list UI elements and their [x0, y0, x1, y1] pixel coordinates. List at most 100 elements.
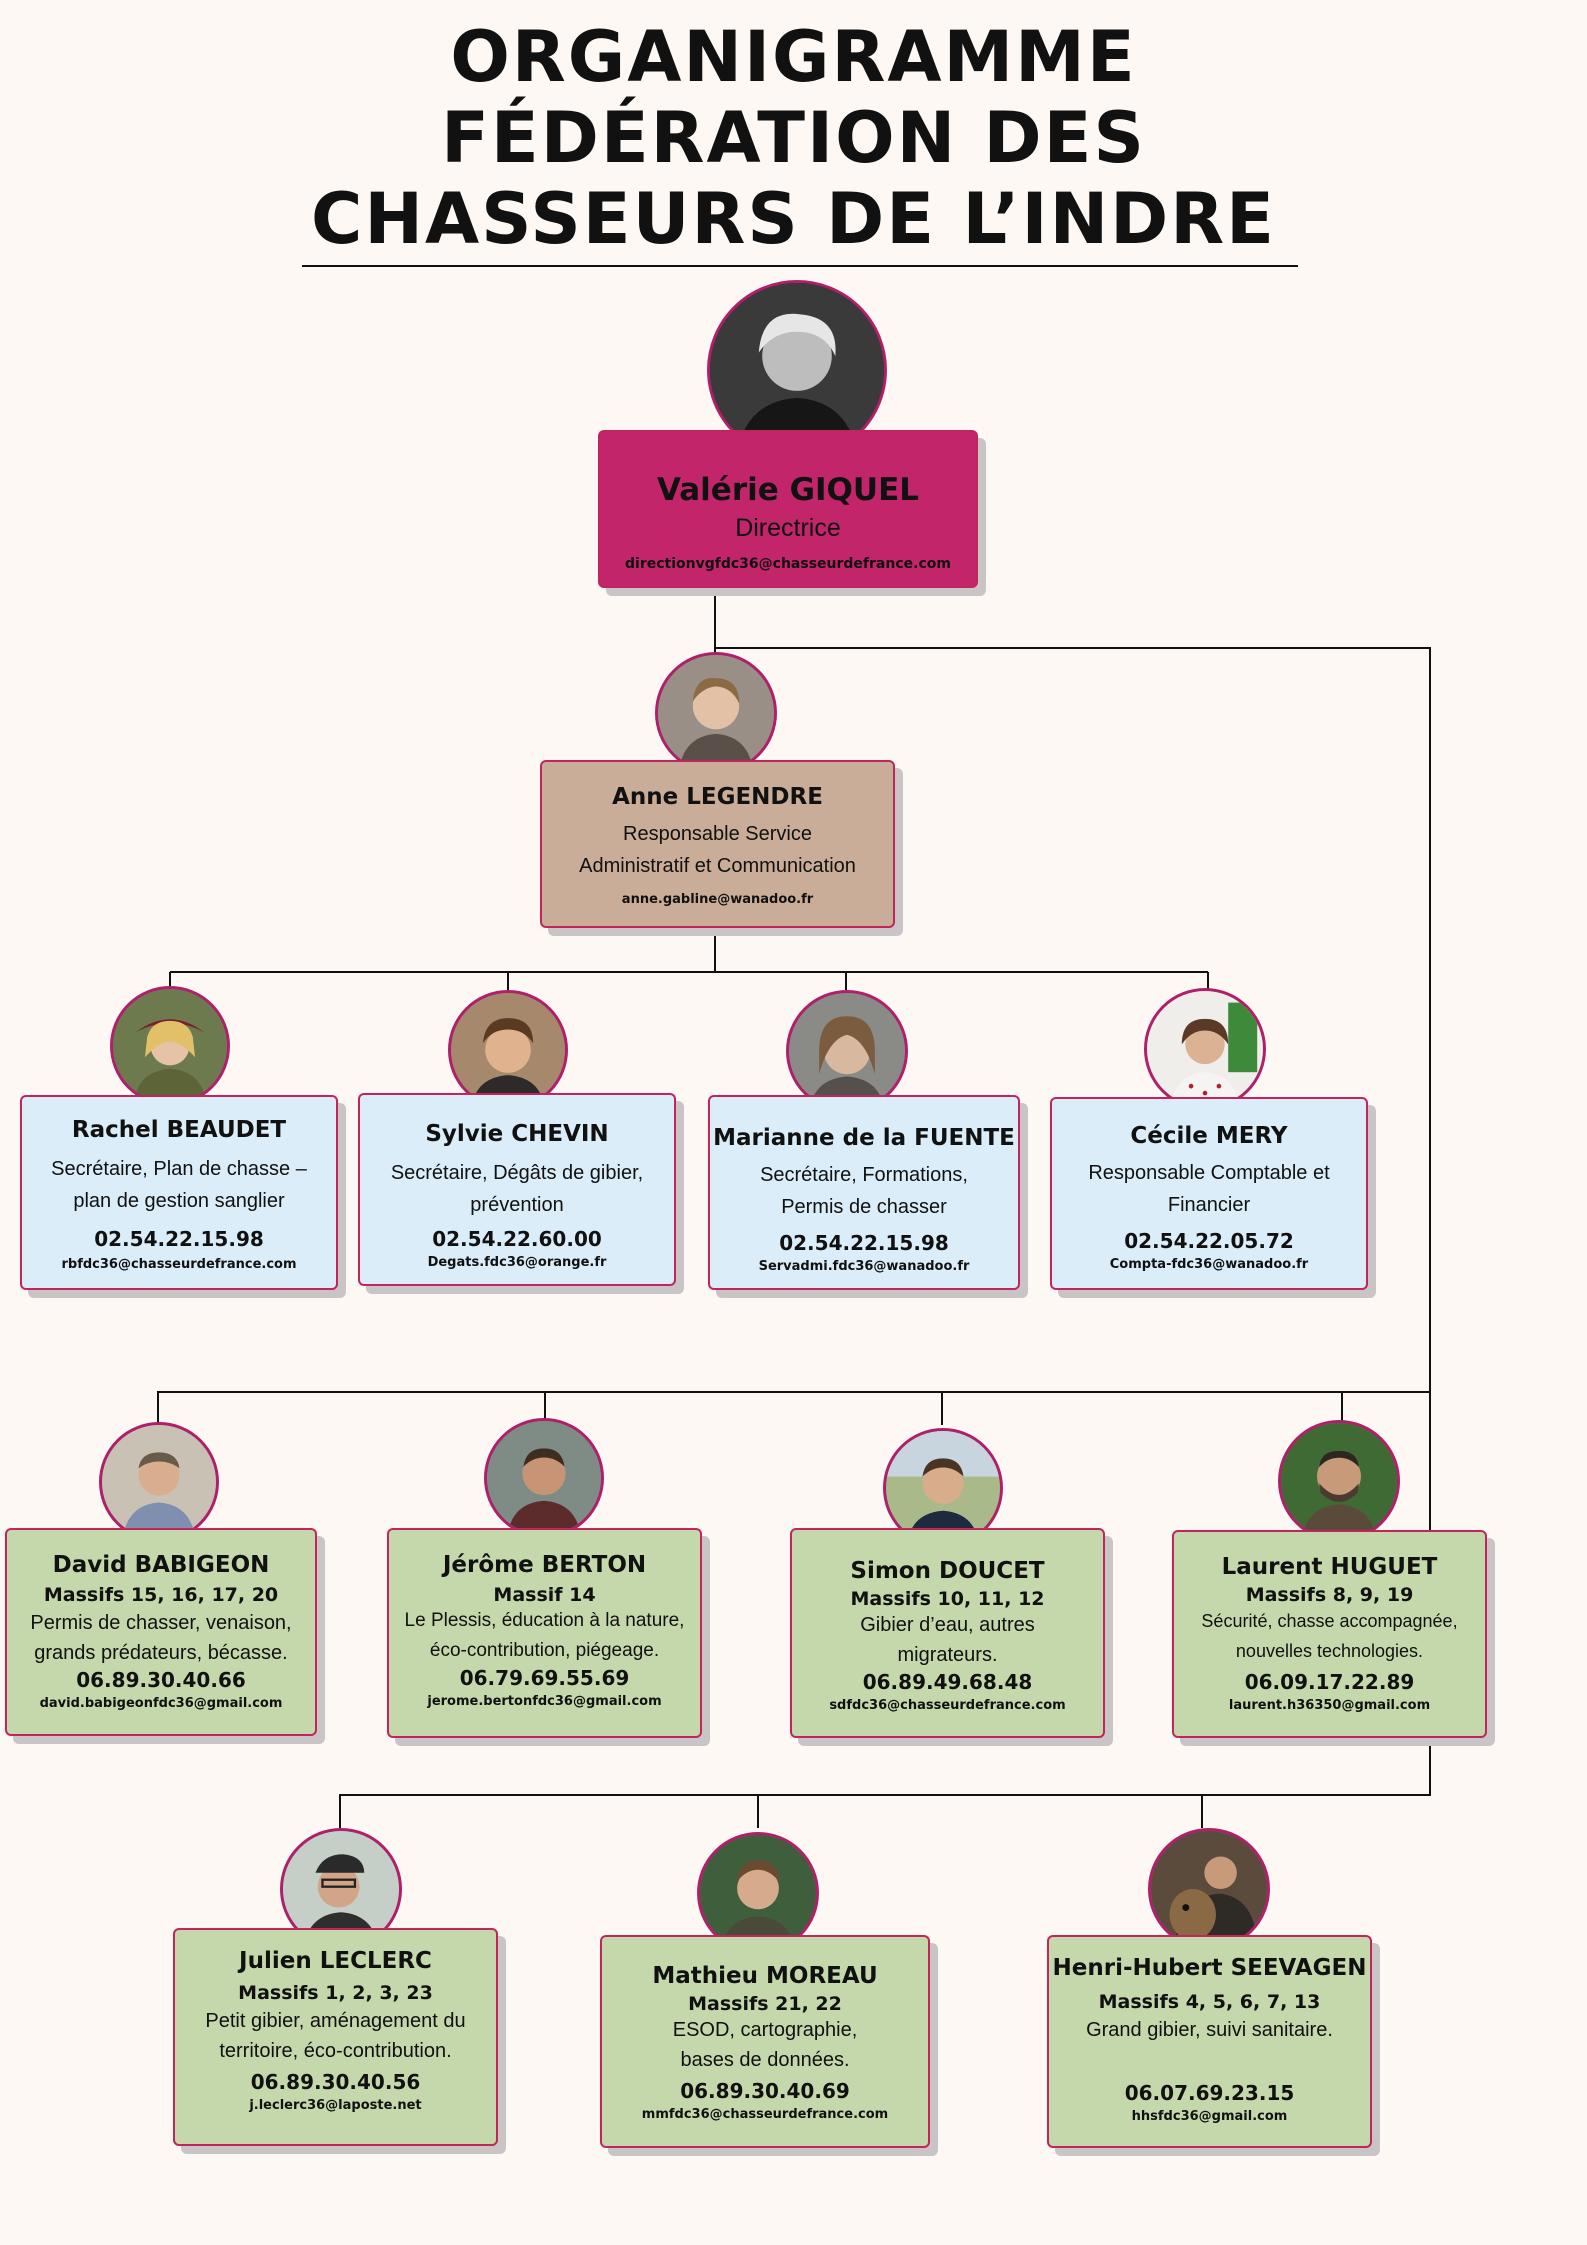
director-name: Valérie GIQUEL — [656, 472, 920, 508]
tech-email[interactable]: j.leclerc36@laposte.net — [249, 2098, 422, 2113]
tech-name: Jérôme BERTON — [442, 1552, 647, 1578]
staff-card-rachel: Rachel BEAUDET Secrétaire, Plan de chass… — [20, 1095, 338, 1290]
tech-role-2: migrateurs. — [897, 1644, 998, 1666]
tech-card-julien: Julien LECLERC Massifs 1, 2, 3, 23 Petit… — [173, 1928, 498, 2146]
staff-name: Marianne de la FUENTE — [713, 1125, 1015, 1151]
tech-photo-henri — [1148, 1828, 1270, 1950]
title-underline — [302, 265, 1298, 267]
admin-email[interactable]: anne.gabline@wanadoo.fr — [621, 892, 814, 907]
tech-email[interactable]: laurent.h36350@gmail.com — [1228, 1698, 1431, 1713]
director-role: Directrice — [735, 514, 841, 542]
staff-role-2: Permis de chasser — [781, 1196, 947, 1218]
staff-photo-rachel — [110, 986, 230, 1106]
tech-name: David BABIGEON — [52, 1552, 270, 1578]
tech-role-2: territoire, éco-contribution. — [219, 2040, 452, 2062]
staff-email[interactable]: Compta-fdc36@wanadoo.fr — [1109, 1257, 1309, 1272]
admin-card: Anne LEGENDRE Responsable Service Admini… — [540, 760, 895, 928]
tech-name: Julien LECLERC — [239, 1948, 432, 1974]
staff-name: Sylvie CHEVIN — [425, 1121, 609, 1147]
tech-role-2: éco-contribution, piégeage. — [429, 1640, 660, 1661]
tech-name: Mathieu MOREAU — [652, 1963, 878, 1989]
tech-massif: Massif 14 — [493, 1584, 596, 1606]
tech-role-2 — [1049, 2045, 1370, 2075]
tech-massif: Massifs 10, 11, 12 — [850, 1588, 1045, 1610]
staff-role-2: prévention — [470, 1194, 564, 1216]
admin-photo — [655, 652, 777, 774]
staff-photo-cecile — [1144, 988, 1266, 1110]
staff-name: Cécile MERY — [1130, 1123, 1288, 1149]
tech-role-1: Petit gibier, aménagement du — [205, 2010, 466, 2032]
tech-email[interactable]: mmfdc36@chasseurdefrance.com — [641, 2107, 889, 2122]
staff-card-marianne: Marianne de la FUENTE Secrétaire, Format… — [708, 1095, 1020, 1290]
staff-photo-marianne — [786, 990, 908, 1112]
tech-card-laurent: Laurent HUGUET Massifs 8, 9, 19 Sécurité… — [1172, 1530, 1487, 1738]
tech-photo-julien — [280, 1828, 402, 1950]
staff-role-2: plan de gestion sanglier — [73, 1190, 285, 1212]
tech-photo-david — [99, 1422, 219, 1542]
staff-email[interactable]: Servadmi.fdc36@wanadoo.fr — [758, 1259, 970, 1274]
tech-role-1: ESOD, cartographie, — [672, 2019, 858, 2041]
tech-massif: Massifs 1, 2, 3, 23 — [238, 1982, 433, 2004]
tech-card-jerome: Jérôme BERTON Massif 14 Le Plessis, éduc… — [387, 1528, 702, 1738]
tech-role-2: bases de données. — [680, 2049, 850, 2071]
tech-card-henri: Henri-Hubert SEEVAGEN Massifs 4, 5, 6, 7… — [1047, 1935, 1372, 2148]
tech-phone[interactable]: 06.89.30.40.69 — [680, 2079, 850, 2103]
staff-phone[interactable]: 02.54.22.15.98 — [94, 1227, 264, 1251]
tech-phone[interactable]: 06.79.69.55.69 — [459, 1666, 630, 1690]
tech-role-2: grands prédateurs, bécasse. — [34, 1642, 288, 1664]
staff-phone[interactable]: 02.54.22.05.72 — [1124, 1229, 1294, 1253]
connector-admin-staff — [169, 932, 1209, 990]
admin-name: Anne LEGENDRE — [612, 784, 823, 810]
staff-card-cecile: Cécile MERY Responsable Comptable et Fin… — [1050, 1097, 1368, 1290]
staff-name: Rachel BEAUDET — [71, 1117, 287, 1143]
staff-email[interactable]: Degats.fdc36@orange.fr — [427, 1255, 607, 1270]
tech-card-mathieu: Mathieu MOREAU Massifs 21, 22 ESOD, cart… — [600, 1935, 930, 2148]
tech-phone[interactable]: 06.89.30.40.66 — [76, 1668, 246, 1692]
staff-phone[interactable]: 02.54.22.15.98 — [779, 1231, 949, 1255]
admin-role-2: Administratif et Communication — [579, 855, 856, 877]
tech-role-2: nouvelles technologies. — [1235, 1641, 1424, 1661]
connector-director-trunk — [339, 590, 1431, 1828]
staff-photo-sylvie — [448, 990, 568, 1110]
staff-role-1: Secrétaire, Dégâts de gibier, — [390, 1162, 644, 1184]
title-line-1: ORGANIGRAMME — [450, 16, 1137, 98]
staff-email[interactable]: rbfdc36@chasseurdefrance.com — [61, 1257, 297, 1272]
tech-phone[interactable]: 06.09.17.22.89 — [1244, 1670, 1415, 1694]
tech-card-simon: Simon DOUCET Massifs 10, 11, 12 Gibier d… — [790, 1528, 1105, 1738]
tech-massif: Massifs 21, 22 — [688, 1993, 842, 2015]
tech-massif: Massifs 15, 16, 17, 20 — [43, 1584, 279, 1606]
connector-technicians — [157, 1391, 1430, 1425]
staff-role-1: Responsable Comptable et — [1088, 1162, 1330, 1184]
tech-name: Laurent HUGUET — [1221, 1554, 1438, 1580]
staff-phone[interactable]: 02.54.22.60.00 — [432, 1227, 602, 1251]
tech-email[interactable]: jerome.bertonfdc36@gmail.com — [427, 1694, 662, 1709]
title-line-3: CHASSEURS DE L’INDRE — [310, 178, 1276, 260]
tech-card-david: David BABIGEON Massifs 15, 16, 17, 20 Pe… — [5, 1528, 317, 1736]
tech-role-1: Sécurité, chasse accompagnée, — [1201, 1611, 1458, 1631]
staff-role-1: Secrétaire, Plan de chasse – — [51, 1158, 307, 1180]
tech-photo-jerome — [484, 1418, 604, 1538]
tech-role-1: Gibier d’eau, autres — [860, 1614, 1035, 1636]
tech-email[interactable]: hhsfdc36@gmail.com — [1131, 2109, 1288, 2124]
tech-role-1: Le Plessis, éducation à la nature, — [404, 1610, 685, 1631]
tech-massif: Massifs 8, 9, 19 — [1245, 1584, 1414, 1606]
tech-photo-laurent — [1278, 1420, 1400, 1542]
staff-role-1: Secrétaire, Formations, — [760, 1164, 968, 1186]
tech-name: Henri-Hubert SEEVAGEN — [1052, 1955, 1367, 1981]
tech-photo-mathieu — [697, 1832, 819, 1954]
staff-card-sylvie: Sylvie CHEVIN Secrétaire, Dégâts de gibi… — [358, 1093, 676, 1286]
tech-name: Simon DOUCET — [850, 1558, 1045, 1584]
tech-phone[interactable]: 06.89.30.40.56 — [250, 2070, 421, 2094]
tech-phone[interactable]: 06.07.69.23.15 — [1124, 2081, 1295, 2105]
tech-massif: Massifs 4, 5, 6, 7, 13 — [1098, 1991, 1321, 2013]
tech-phone[interactable]: 06.89.49.68.48 — [862, 1670, 1033, 1694]
staff-role-2: Financier — [1167, 1194, 1251, 1216]
admin-role-1: Responsable Service — [623, 823, 812, 845]
tech-email[interactable]: david.babigeonfdc36@gmail.com — [39, 1696, 283, 1711]
tech-email[interactable]: sdfdc36@chasseurdefrance.com — [829, 1698, 1066, 1713]
director-email[interactable]: directionvgfdc36@chasseurdefrance.com — [625, 556, 951, 572]
title-line-2: FÉDÉRATION DES — [441, 97, 1146, 179]
director-card: Valérie GIQUEL Directrice directionvgfdc… — [598, 430, 978, 588]
tech-role-1: Grand gibier, suivi sanitaire. — [1086, 2019, 1333, 2041]
